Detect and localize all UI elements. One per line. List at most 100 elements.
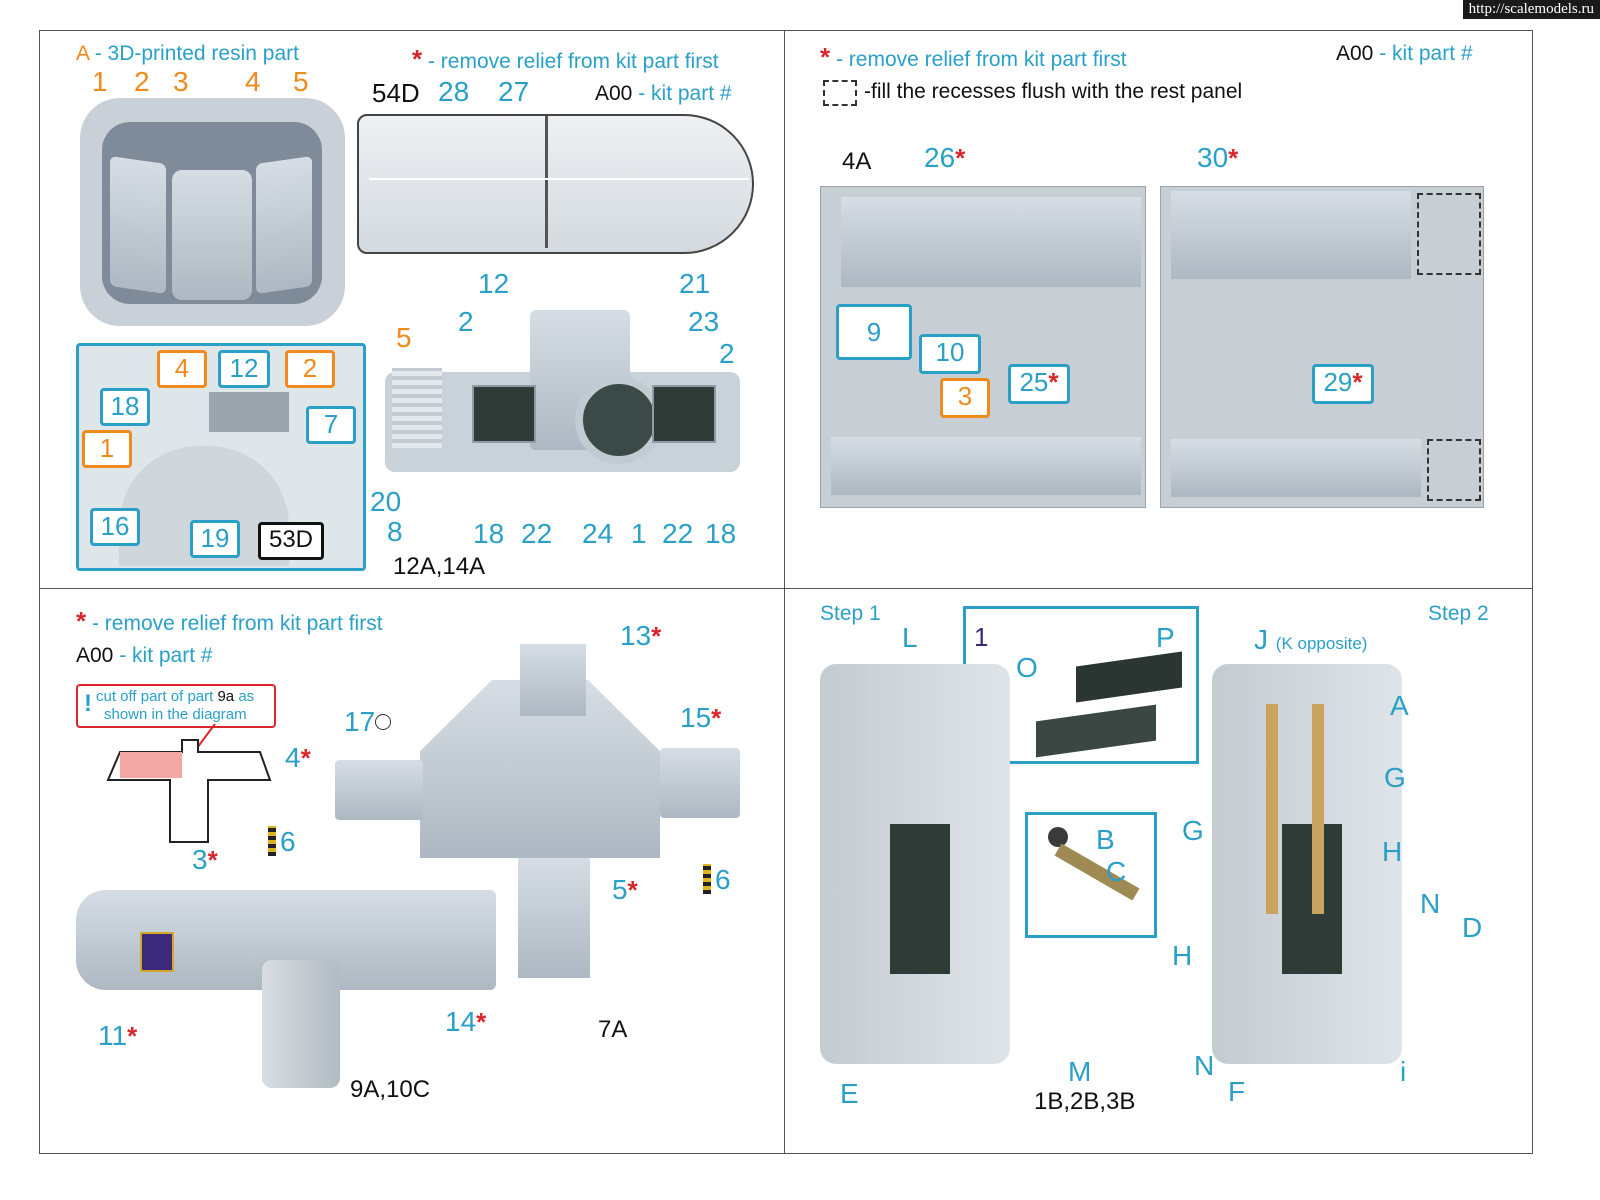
kit-part-text: - kit part # (638, 82, 732, 105)
step1-label-l: L (902, 622, 918, 653)
quadrant-divider-vertical (784, 30, 785, 1153)
left-console-panel (841, 197, 1141, 287)
canopy-label-28: 28 (438, 76, 470, 107)
legend-remove-relief: * - remove relief from kit part first (412, 44, 719, 75)
left-lower-console (831, 437, 1141, 495)
step1-label-e: E (840, 1078, 859, 1109)
box-25-text: 25 (1019, 367, 1049, 397)
step2-label-n-left: N (1194, 1050, 1215, 1081)
note-line-2: shown in the diagram (104, 706, 247, 723)
label-4-text: 4 (285, 742, 301, 773)
panel-label-18-right: 18 (705, 518, 737, 549)
label-3-text: 3 (192, 844, 208, 875)
panel-label-22-left: 22 (521, 518, 553, 549)
cut-off-note: ! cut off part of part 9a as shown in th… (76, 684, 276, 728)
mfd-right (652, 385, 716, 443)
watermark: http://scalemodels.ru (1462, 0, 1600, 19)
step2-label-n-right: N (1420, 888, 1441, 919)
label-3: 3* (192, 844, 218, 876)
legend-remove-relief-text: - remove relief from kit part first (427, 50, 719, 73)
panel-label-5: 5 (396, 322, 412, 353)
right-lower-console (1171, 439, 1421, 497)
tray-label-3: 3 (173, 66, 189, 97)
step2-label-j-text: J (1254, 624, 1268, 655)
inset-box-7: 7 (306, 406, 356, 444)
inset-box-16: 16 (90, 508, 140, 546)
buckle-b (1048, 827, 1068, 847)
asterisk-icon: * (711, 703, 722, 733)
panel-label-24: 24 (582, 518, 614, 549)
step2-label-i: i (1400, 1056, 1407, 1087)
note-line-1-post: as (234, 688, 255, 705)
label-26-text: 26 (924, 142, 956, 173)
step-1-title: Step 1 (820, 602, 881, 625)
q3-legend-remove-relief: * - remove relief from kit part first (76, 606, 383, 637)
step1-label-m: M (1068, 1056, 1092, 1087)
label-4: 4* (285, 742, 311, 774)
asterisk-icon: * (76, 606, 87, 636)
step1-kit-ref: 1B,2B,3B (1034, 1088, 1136, 1115)
instruction-sheet-frame (39, 30, 1533, 1154)
q2-legend-kit-part: A00 - kit part # (1336, 42, 1473, 66)
legend-resin-letter: A (76, 42, 89, 65)
label-13: 13* (620, 620, 661, 652)
label-5-text: 5 (612, 874, 628, 905)
inset-label-p: P (1156, 622, 1175, 653)
legend-resin-text: - 3D-printed resin part (94, 42, 299, 65)
box-29: 29* (1312, 364, 1374, 404)
q3-legend-kit-part: A00 - kit part # (76, 644, 213, 668)
panel-label-23: 23 (688, 306, 720, 337)
handle-6-left (268, 826, 276, 856)
inset-label-o: O (1016, 652, 1038, 683)
inset-box-4: 4 (157, 350, 207, 388)
step2-label-h-left: H (1172, 940, 1193, 971)
asterisk-icon: * (651, 621, 662, 651)
strap-a-right (1312, 704, 1324, 914)
step2-label-g-left: G (1182, 815, 1204, 846)
panel-wing-left (335, 760, 423, 820)
q2-kit-part-text: - kit part # (1379, 42, 1473, 65)
q2-fill-recess-text: -fill the recesses flush with the rest p… (864, 80, 1243, 103)
asterisk-icon: * (627, 875, 638, 905)
panel-part-7a (518, 858, 590, 978)
label-17: 17 (344, 706, 376, 737)
recess-dashed-lower (1427, 439, 1481, 501)
label-6-right: 6 (715, 864, 731, 895)
asterisk-icon: * (820, 42, 831, 72)
step2-label-a: A (1390, 690, 1409, 721)
panel-wing-right (660, 748, 740, 818)
label-15-text: 15 (680, 702, 712, 733)
label-6-left: 6 (280, 826, 296, 857)
q3-remove-relief-text: - remove relief from kit part first (91, 612, 383, 635)
tray-label-4: 4 (245, 66, 261, 97)
inset-kit-ref: 12A,14A (393, 553, 486, 580)
tray-center-panel (172, 170, 252, 300)
knob-icon (375, 714, 391, 730)
panel-label-2-right: 2 (719, 338, 735, 369)
recess-dashed-upper (1417, 193, 1481, 275)
q3-kit-part-text: - kit part # (119, 644, 213, 667)
panel-label-21: 21 (679, 268, 711, 299)
seat-step-2 (1212, 664, 1402, 1064)
strap-a-left (1266, 704, 1278, 914)
panel-label-22-right: 22 (662, 518, 694, 549)
canopy-label-54d: 54D (372, 78, 420, 108)
canopy-relief-line (369, 178, 749, 180)
handle-6-right (703, 864, 711, 894)
rear-panel-screen (140, 932, 174, 972)
inset-box-12: 12 (218, 350, 270, 388)
canopy-label-27: 27 (498, 76, 530, 107)
panel-label-12: 12 (478, 268, 510, 299)
box-10: 10 (919, 334, 981, 374)
inset-box-18: 18 (100, 388, 150, 426)
inset-step-1: 1 (974, 622, 989, 652)
kit-part-code: A00 (595, 82, 633, 105)
asterisk-icon: * (1228, 143, 1239, 173)
inset-label-20: 20 (370, 486, 402, 517)
tray-label-2: 2 (134, 66, 150, 97)
label-26: 26* (924, 142, 965, 174)
inset-box-19: 19 (190, 520, 240, 558)
label-11: 11* (98, 1020, 137, 1052)
q2-remove-relief-text: - remove relief from kit part first (835, 48, 1127, 71)
quadrant-divider-horizontal (39, 588, 1533, 589)
